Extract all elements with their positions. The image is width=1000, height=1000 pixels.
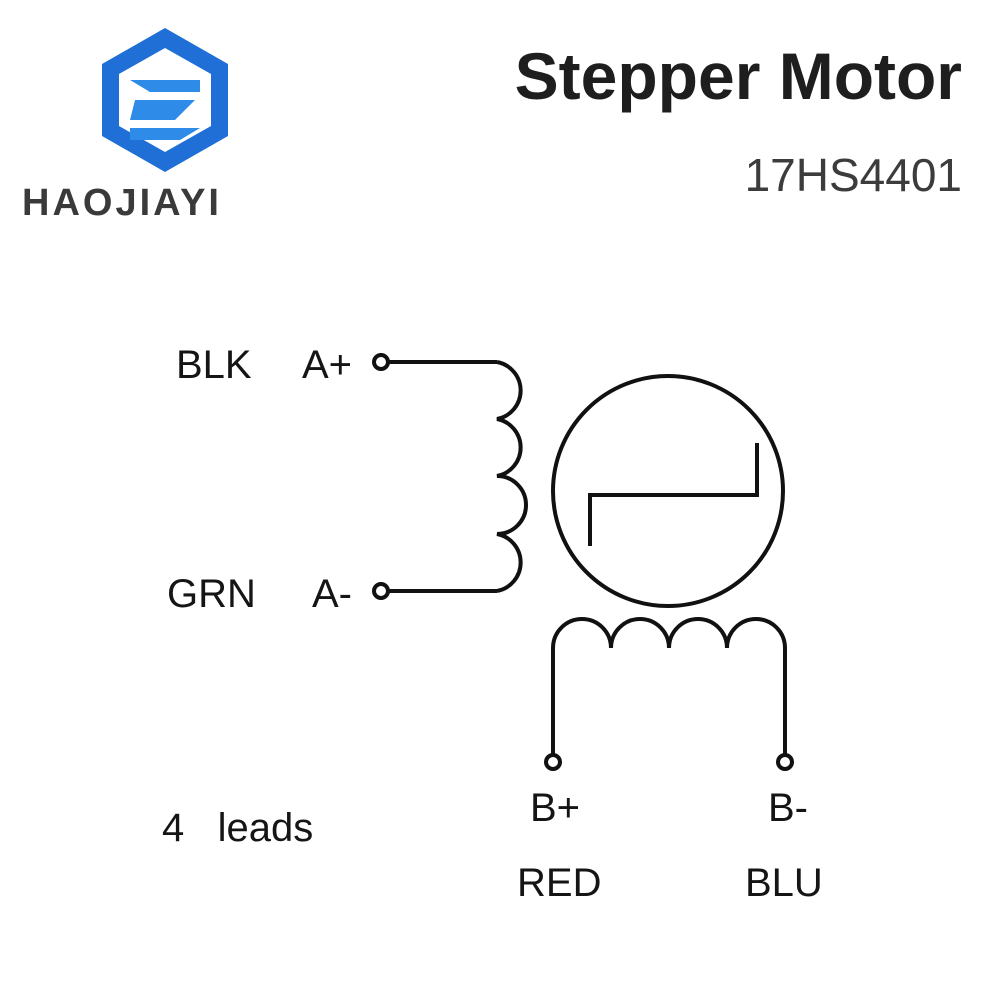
label-b-plus: B+	[530, 786, 581, 830]
label-a-minus: A-	[312, 572, 352, 616]
coil-b	[544, 617, 794, 771]
label-a-plus: A+	[302, 343, 353, 387]
brand-name: HAOJIAYI	[22, 182, 222, 224]
coil-a	[372, 353, 528, 600]
label-b-minus: B-	[768, 786, 808, 830]
page-title: Stepper Motor	[514, 39, 962, 113]
label-blu: BLU	[745, 861, 823, 905]
brand-logo	[102, 28, 228, 172]
label-blk: BLK	[176, 343, 252, 387]
lead-count: 4 leads	[162, 806, 314, 850]
terminal-a-plus	[372, 353, 390, 371]
label-red: RED	[517, 861, 602, 905]
coil-a-winding	[496, 360, 528, 593]
coil-b-winding	[551, 617, 787, 649]
terminal-b-minus	[776, 753, 794, 771]
terminal-a-minus	[372, 582, 390, 600]
rotor	[551, 374, 785, 608]
label-grn: GRN	[167, 572, 256, 616]
terminal-b-plus	[544, 753, 562, 771]
rotor-symbol	[588, 443, 759, 546]
model-number: 17HS4401	[744, 149, 962, 201]
rotor-circle	[551, 374, 785, 608]
